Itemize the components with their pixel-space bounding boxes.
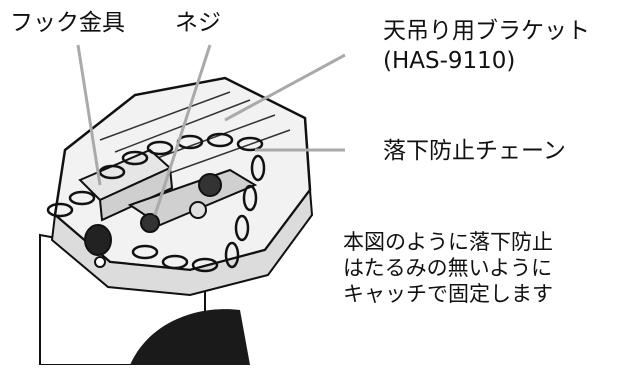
safety-chain (46, 132, 266, 273)
screw-label: ネジ (175, 10, 221, 36)
leader-lines (76, 44, 346, 216)
instruction-note-line-2: はたるみの無いように (343, 256, 553, 280)
bracket-wall (50, 187, 314, 297)
screw-clamp (189, 201, 207, 219)
small-bolt (94, 256, 106, 268)
camera-dome (130, 309, 250, 365)
instruction-note-line-3: キャッチで固定します (343, 282, 553, 306)
hook-fitting-label: フック金具 (10, 10, 125, 36)
screw-center (140, 213, 160, 233)
screw-right (198, 173, 222, 197)
hook-fitting-front (98, 166, 174, 222)
bracket-model-label: (HAS-9110) (383, 48, 516, 74)
bracket-label: 天吊り用ブラケット (383, 18, 590, 44)
chain-label: 落下防止チェーン (383, 138, 566, 164)
knob (84, 224, 112, 256)
instruction-note-line-1: 本図のように落下防止 (343, 230, 553, 254)
